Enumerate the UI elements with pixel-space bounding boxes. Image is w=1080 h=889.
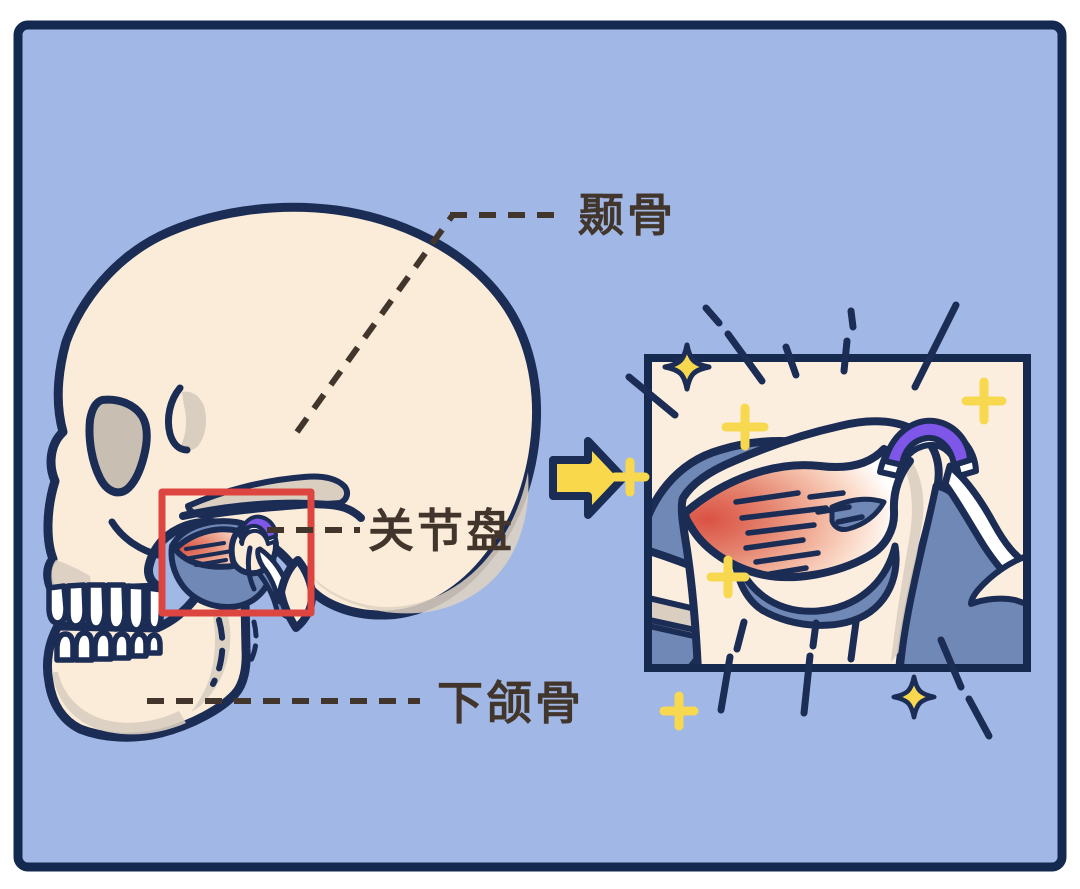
label-temporal-bone: 颞骨 (578, 189, 676, 241)
tooth (92, 630, 114, 662)
tooth (111, 631, 132, 661)
tooth (85, 582, 108, 631)
tooth (125, 583, 147, 633)
cheek-line (108, 518, 166, 560)
lower-teeth (54, 630, 163, 663)
label-articular-disc: 关节盘 (368, 505, 515, 557)
sparkle-plus-icon (610, 377, 1007, 731)
articular-disc-small (238, 514, 278, 541)
bone-sliver-right (968, 553, 1027, 607)
sparkle-rays (625, 301, 993, 740)
eye-socket (85, 395, 151, 497)
tmj-inset-panel (648, 358, 1027, 668)
tooth (73, 630, 95, 663)
leader-line-temporal-diagonal (294, 214, 455, 434)
tmj-highlight-box (158, 488, 315, 617)
muscle-fibers-large (733, 490, 865, 577)
neck-dash (246, 619, 259, 667)
cranium-shadow (312, 472, 529, 614)
annotations (147, 212, 562, 704)
label-mandible: 下颌骨 (437, 677, 584, 729)
sparkle-star-icon (891, 674, 937, 720)
skull-illustration (42, 202, 541, 742)
capsule-strap-large (941, 462, 1027, 596)
condyle-shadow (891, 450, 924, 662)
ramus-contour-dashes (210, 617, 226, 687)
joint-space-lower (729, 542, 900, 629)
sparkles (610, 342, 1007, 731)
maxilla-shadow (51, 560, 92, 589)
tooth (129, 631, 149, 659)
inset-border (644, 354, 1031, 672)
mastoid-process (277, 556, 316, 632)
tooth (54, 631, 76, 663)
mandible-shadow (52, 672, 186, 735)
sparkle-star-icon (662, 342, 712, 392)
upper-teeth (46, 582, 165, 633)
tooth (65, 582, 88, 629)
tooth (145, 632, 163, 656)
temporal-line (164, 384, 191, 454)
muscle-fibers-small (184, 541, 234, 567)
temporal-line-shadow (180, 391, 206, 451)
zoom-arrow-icon (549, 437, 627, 519)
tooth (105, 582, 128, 632)
articular-disc-large (882, 417, 973, 468)
condyle-neck-line (245, 545, 257, 592)
cranium (43, 202, 541, 620)
tooth (46, 583, 69, 626)
